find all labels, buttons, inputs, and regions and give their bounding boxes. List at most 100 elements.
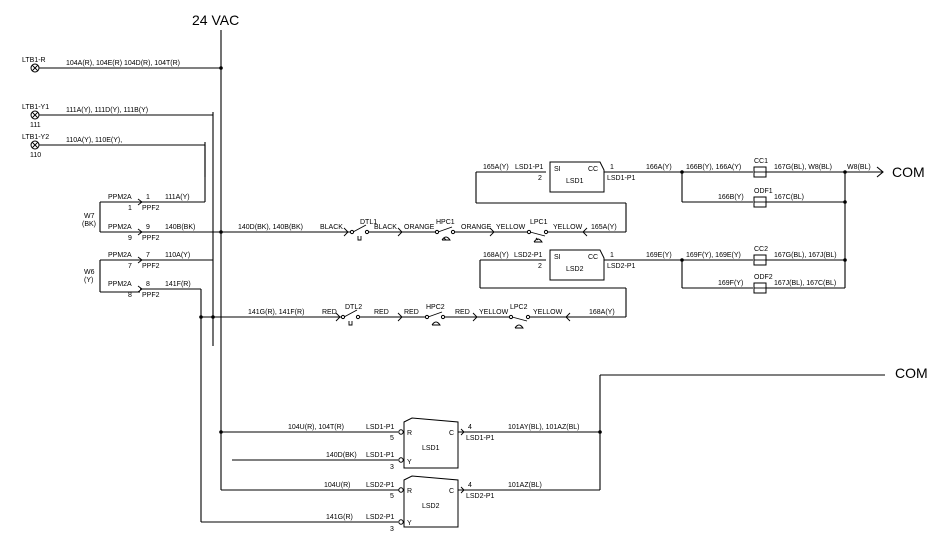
wire-label: 165A(Y)	[483, 164, 509, 171]
wire-label: 167J(BL), 167C(BL)	[774, 280, 836, 287]
pin-number: 8	[146, 281, 150, 288]
com-label-bottom: COM	[895, 365, 928, 381]
wire-label: 140B(BK)	[165, 224, 195, 231]
pin-number: 1	[146, 194, 150, 201]
y-terminal: Y	[407, 459, 412, 466]
wire-label: 169F(Y)	[718, 280, 743, 287]
harness-w7-color: (BK)	[82, 221, 96, 228]
lamp-label: LTB1-Y2	[22, 134, 49, 141]
lsd2-lower-module: 104U(R) LSD2-P1 5 R C LSD2 141G(R) LSD2-…	[201, 475, 600, 533]
harness-connectors: W7 (BK) W6 (Y) PPM2A 1 1 PPF2 111A(Y) PP…	[82, 145, 221, 522]
wire-color: BLACK	[374, 224, 397, 231]
wire-label: 166B(Y), 166A(Y)	[686, 164, 741, 171]
c-terminal: C	[449, 430, 454, 437]
c-terminal: C	[449, 488, 454, 495]
wire-label: 141G(R), 141F(R)	[248, 309, 304, 316]
pin-number: 9	[128, 235, 132, 242]
r-terminal: R	[407, 430, 412, 437]
wire-label: 167G(BL), 167J(BL)	[774, 252, 837, 259]
contactor-cc2-odf2: 169F(Y), 169E(Y) CC2 167G(BL), 167J(BL) …	[680, 246, 847, 294]
pin-number: 8	[128, 292, 132, 299]
pin-number: 4	[468, 482, 472, 489]
pin-number: 2	[538, 263, 542, 270]
dtl2-label: DTL2	[345, 304, 362, 311]
tag-label: LSD2-P1	[366, 482, 395, 489]
tag-label: LSD1-P1	[607, 175, 636, 182]
cc-terminal: CC	[588, 166, 598, 173]
wire-label: 165A(Y)	[591, 224, 617, 231]
wire-label: 166A(Y)	[646, 164, 672, 171]
tag-label: LSD1-P1	[366, 424, 395, 431]
pin-number: 9	[146, 224, 150, 231]
pin-number: 1	[610, 252, 614, 259]
com-rail-lower	[598, 374, 885, 490]
wire-color: RED	[455, 309, 470, 316]
wire-label: 104A(R), 104E(R) 104D(R), 104T(R)	[66, 60, 180, 67]
lamp-number: 111	[30, 122, 41, 129]
safety-circuit-1: 140D(BK), 140B(BK) BLACK DTL1 BLACK ORAN…	[219, 171, 627, 243]
conn-label: PPM2A	[108, 281, 132, 288]
conn-label: PPM2A	[108, 194, 132, 201]
supply-label: 24 VAC	[192, 12, 239, 28]
hpc1-label: HPC1	[436, 219, 455, 226]
wire-color: RED	[404, 309, 419, 316]
wire-label: 167C(BL)	[774, 194, 804, 201]
plug-label: PPF2	[142, 205, 160, 212]
si-terminal: SI	[554, 254, 561, 261]
lamp-ltb1-r: LTB1-R 104A(R), 104E(R) 104D(R), 104T(R)	[22, 57, 223, 73]
wire-color: ORANGE	[404, 224, 435, 231]
wire-label: 111A(Y)	[165, 194, 190, 201]
lsd2-upper-module: 168A(Y) LSD2-P1 2 SI CC LSD2 1 LSD2-P1 1…	[483, 249, 682, 281]
pin-number: 5	[390, 435, 394, 442]
cc2-label: CC2	[754, 246, 768, 253]
pin-number: 1	[128, 205, 132, 212]
wire-label: 104U(R), 104T(R)	[288, 424, 344, 431]
module-name: LSD1	[422, 445, 440, 452]
pin-number: 4	[468, 424, 472, 431]
wire-label: 169F(Y), 169E(Y)	[686, 252, 741, 259]
wire-label: 110A(Y), 110E(Y),	[66, 137, 122, 144]
pin-number: 7	[128, 263, 132, 270]
supply-bus	[204, 30, 400, 491]
conn-label: PPM2A	[108, 252, 132, 259]
wire-label: 141G(R)	[326, 514, 353, 521]
cc1-label: CC1	[754, 158, 768, 165]
dtl1-label: DTL1	[360, 219, 377, 226]
tag-label: LSD1-P1	[366, 452, 395, 459]
r-terminal: R	[407, 488, 412, 495]
harness-w7-label: W7	[84, 213, 95, 220]
lamp-number: 110	[30, 152, 41, 159]
si-terminal: SI	[554, 166, 561, 173]
hpc2-label: HPC2	[426, 304, 445, 311]
pin-number: 5	[390, 493, 394, 500]
tag-label: LSD2-P1	[366, 514, 395, 521]
wire-color: RED	[322, 309, 337, 316]
lamp-ltb1-y1: LTB1-Y1 111 111A(Y), 111D(Y), 111B(Y)	[22, 104, 213, 129]
wire-label: 111A(Y), 111D(Y), 111B(Y)	[66, 107, 148, 114]
lsd1-lower-module: 104U(R), 104T(R) LSD1-P1 5 R C LSD1 140D…	[219, 417, 600, 471]
lpc1-label: LPC1	[530, 219, 548, 226]
tag-label: LSD2-P1	[514, 252, 543, 259]
wire-color: ORANGE	[461, 224, 492, 231]
wire-label: 166B(Y)	[718, 194, 744, 201]
pin-number: 7	[146, 252, 150, 259]
module-name: LSD1	[566, 178, 584, 185]
tag-label: LSD1-P1	[466, 435, 495, 442]
lsd1-upper-module: 165A(Y) LSD1-P1 2 SI CC LSD1 1 LSD1-P1 1…	[483, 161, 682, 193]
contactor-cc1-odf1: 166B(Y), 166A(Y) CC1 167G(BL), W8(BL) W8…	[680, 158, 884, 288]
wire-label: 140D(BK)	[326, 452, 357, 459]
module-name: LSD2	[566, 266, 584, 273]
cc-terminal: CC	[588, 254, 598, 261]
module-name: LSD2	[422, 503, 440, 510]
wire-label: 110A(Y)	[165, 252, 190, 259]
wire-color: YELLOW	[533, 309, 563, 316]
tag-label: LSD2-P1	[466, 493, 495, 500]
harness-w6-color: (Y)	[84, 277, 93, 284]
lamp-label: LTB1-Y1	[22, 104, 49, 111]
lamp-label: LTB1-R	[22, 57, 46, 64]
harness-w6-label: W6	[84, 269, 95, 276]
plug-label: PPF2	[142, 292, 160, 299]
wire-label: 141F(R)	[165, 281, 191, 288]
wire-label: 169E(Y)	[646, 252, 672, 259]
